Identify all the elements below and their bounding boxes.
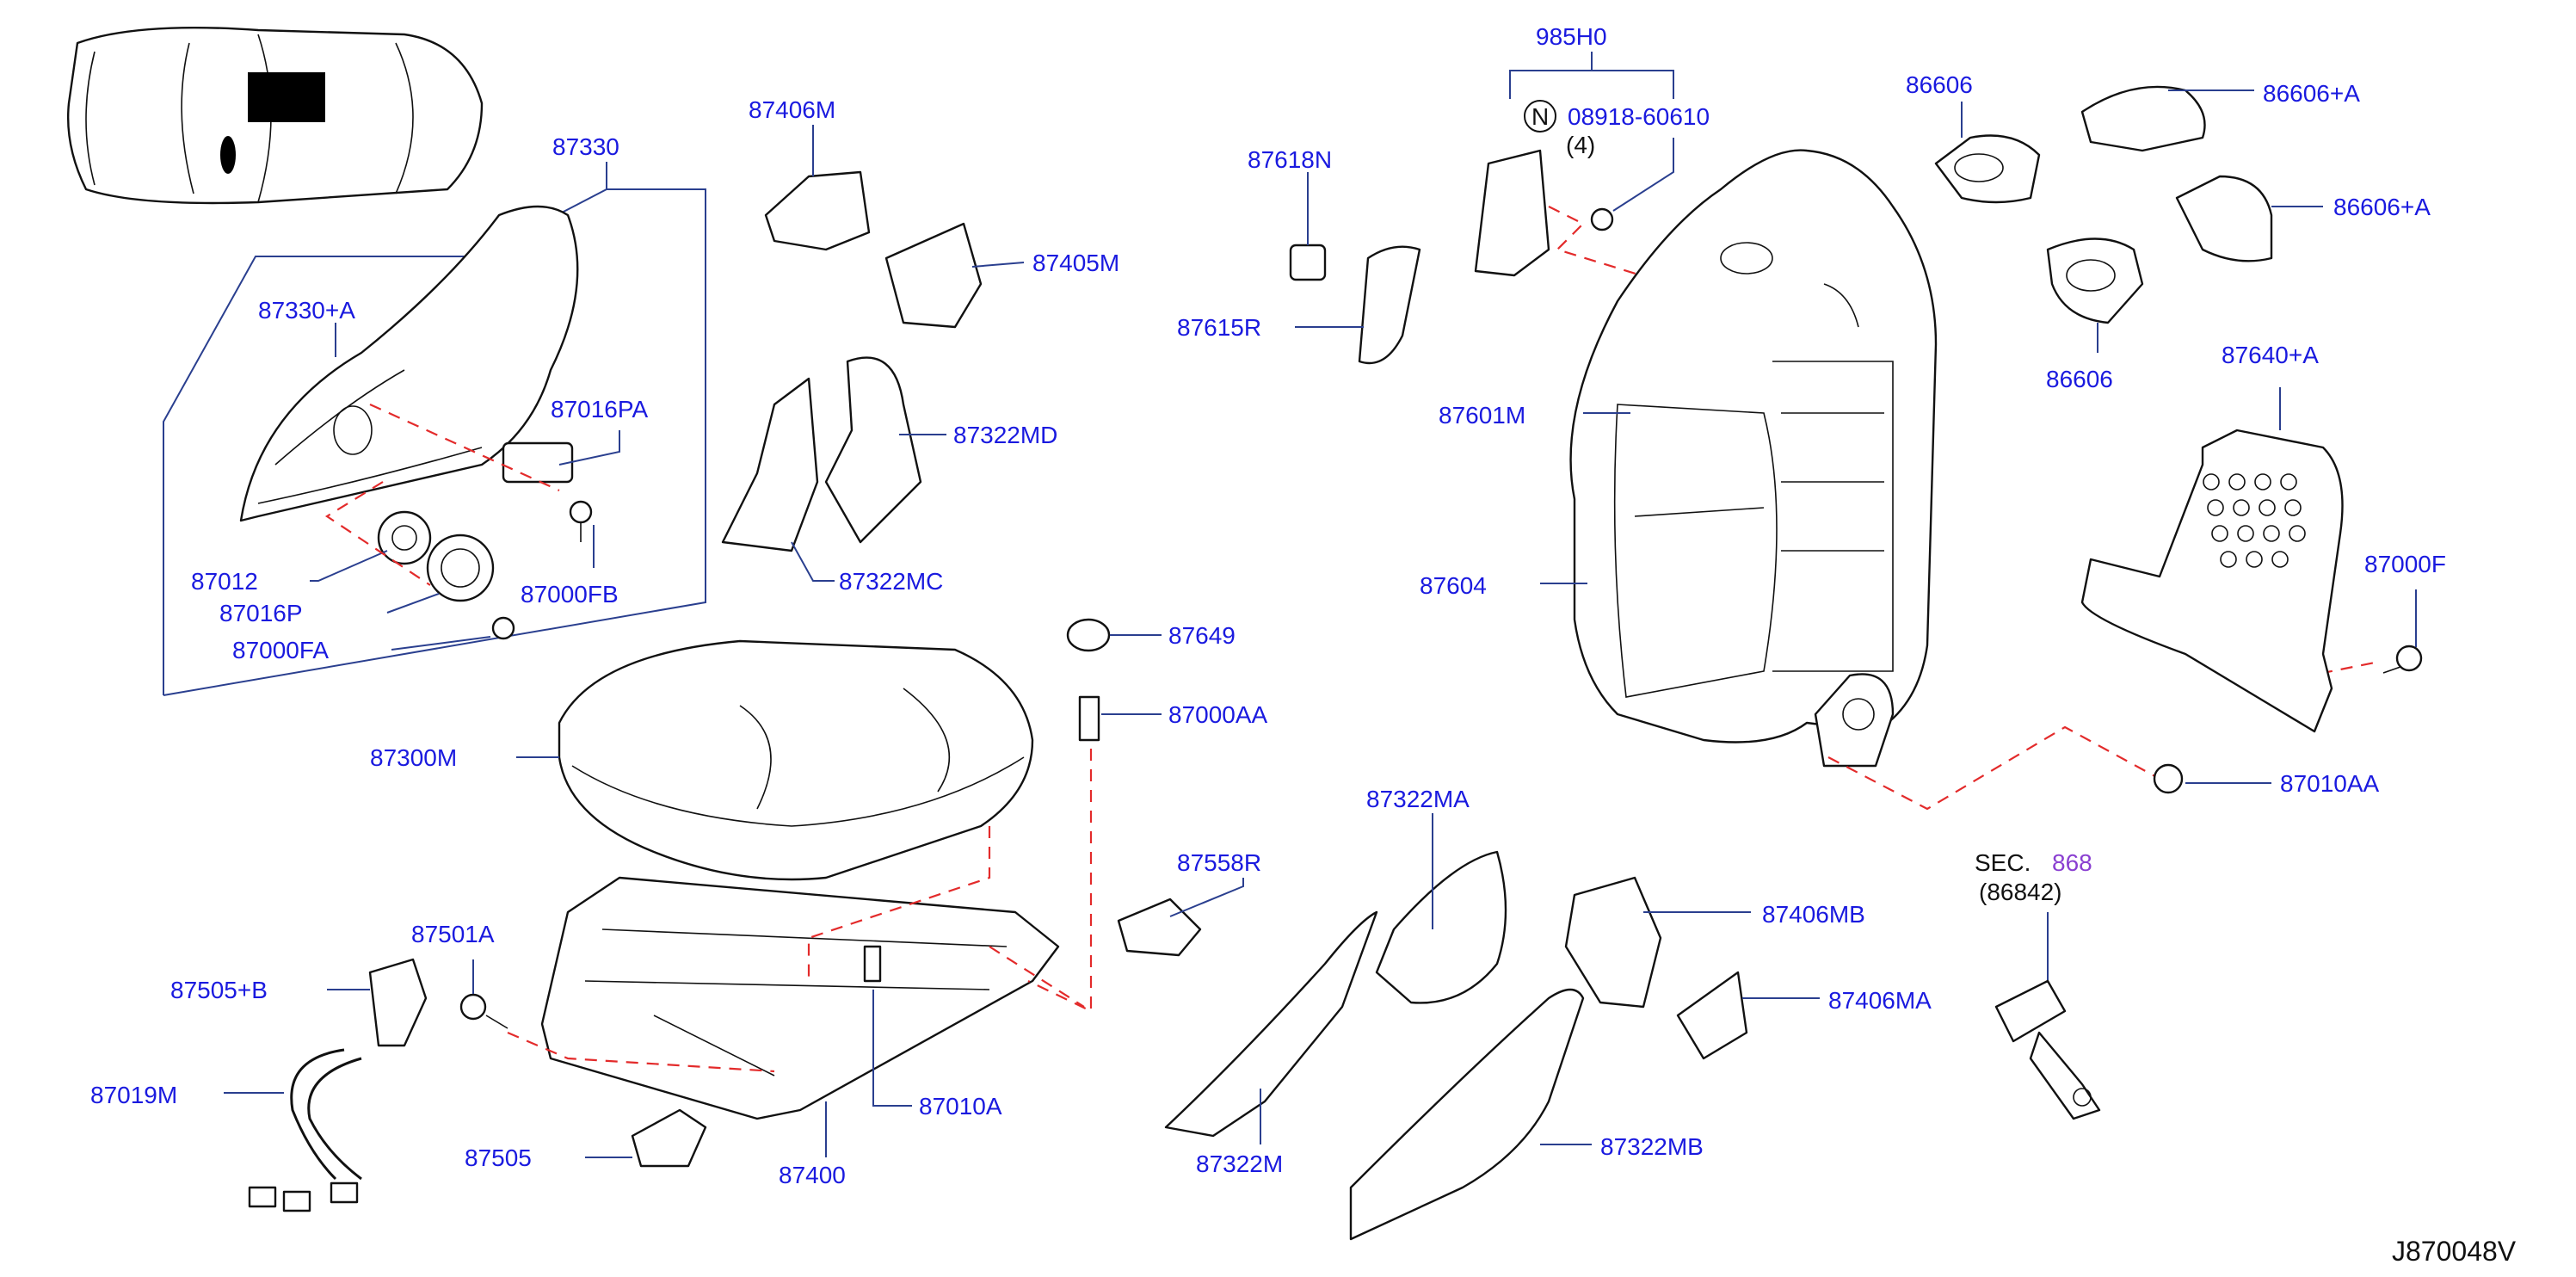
callout-87558r: 87558R — [1177, 849, 1261, 876]
callout-87501a: 87501A — [411, 921, 495, 947]
part-87640a — [2080, 429, 2344, 733]
part-08918-60610 — [1590, 207, 1614, 231]
n-symbol — [1524, 100, 1556, 133]
part-87016p — [426, 534, 495, 602]
callout-08918-60610: 08918-60610 — [1568, 103, 1710, 130]
part-87405m — [884, 222, 983, 329]
seat-belt-buckle-group: SEC. 868 (86842) — [1975, 849, 2101, 1120]
callout-87405m: 87405M — [1032, 250, 1119, 276]
callout-87016pa: 87016PA — [551, 396, 648, 423]
callout-87000fa: 87000FA — [232, 637, 329, 663]
callout-87000fb: 87000FB — [521, 581, 619, 608]
callout-87010aa: 87010AA — [2280, 770, 2380, 797]
callout-87406mb: 87406MB — [1762, 901, 1865, 928]
part-87000f — [2395, 645, 2423, 672]
part-87012 — [377, 510, 432, 565]
callout-87010a: 87010A — [919, 1093, 1002, 1120]
part-87558r — [1117, 898, 1202, 957]
part-87019m — [290, 1048, 345, 1181]
callout-87604: 87604 — [1420, 572, 1487, 599]
callout-87640a: 87640+A — [2222, 342, 2319, 368]
part-87501a — [459, 993, 487, 1021]
part-87300m — [558, 639, 1034, 881]
part-87618n — [1289, 244, 1327, 281]
callout-87505: 87505 — [465, 1144, 532, 1171]
part-87322m — [1164, 910, 1378, 1138]
n-symbol-label: N — [1531, 103, 1549, 130]
sec-label: SEC. — [1975, 849, 2031, 876]
seat-cushion-group: 87300M 87400 87010A — [370, 639, 1085, 1188]
callout-87618n: 87618N — [1248, 146, 1332, 173]
part-87000fa — [491, 616, 515, 640]
recliner-plate — [1814, 673, 1895, 768]
callout-87019m: 87019M — [90, 1082, 177, 1108]
part-87322mc — [721, 377, 819, 552]
part-86606a-lower — [2175, 175, 2273, 262]
part-86606-lower — [2046, 238, 2144, 324]
callout-87406ma: 87406MA — [1828, 987, 1932, 1014]
callout-87016p: 87016P — [219, 600, 303, 626]
callout-87330: 87330 — [552, 133, 619, 160]
callout-87406m: 87406M — [749, 96, 835, 123]
callout-87322m: 87322M — [1196, 1151, 1283, 1177]
part-86606-upper — [1934, 134, 2041, 204]
part-985h0 — [1474, 149, 1550, 277]
part-87601m — [1569, 149, 1938, 743]
seat-back-group: 985H0 N 08918-60610 (4) 87601M 87604 — [1420, 23, 2376, 811]
back-panel-group: 87640+A 87000F 87010AA — [2080, 342, 2446, 797]
part-87322md — [824, 356, 922, 544]
callout-87000f: 87000F — [2364, 551, 2446, 577]
upper-covers-group: 87406M 87405M 87322MD 87322MC — [721, 96, 1119, 595]
callout-08918-qty: (4) — [1566, 132, 1595, 158]
part-87322mb — [1349, 988, 1585, 1241]
callout-87322md: 87322MD — [953, 422, 1057, 448]
seat-location-marker — [248, 72, 325, 122]
part-87000aa — [1078, 695, 1100, 742]
callout-87601m: 87601M — [1439, 402, 1525, 429]
part-87505b — [368, 958, 428, 1047]
part-87400 — [540, 876, 1060, 1120]
callout-87615r: 87615R — [1177, 314, 1261, 341]
part-87406m — [764, 170, 871, 251]
callout-87322mb: 87322MB — [1600, 1133, 1704, 1160]
sec-number-868[interactable]: 868 — [2052, 849, 2092, 876]
callout-87000aa: 87000AA — [1168, 701, 1268, 728]
lower-covers-group: 87322MA 87406MB 87406MA 87322M 87322MB — [1164, 786, 1932, 1241]
callout-86606-upper: 86606 — [1906, 71, 1973, 98]
part-87010a — [863, 945, 882, 983]
part-87505 — [631, 1108, 707, 1168]
sec-subref-86842: (86842) — [1979, 879, 2062, 905]
diagram-reference-code: J870048V — [2392, 1236, 2517, 1267]
part-87406ma — [1676, 971, 1748, 1060]
part-87406mb — [1564, 876, 1662, 1009]
callout-87322mc: 87322MC — [839, 568, 943, 595]
part-87000fb — [569, 500, 593, 524]
callout-86606-lower: 86606 — [2046, 366, 2113, 392]
seat-back-frame-group: 87330 87330+A 87016PA 87000FB 87012 8701… — [163, 133, 706, 696]
center-small-parts: 87649 87000AA 87558R 87618N 87615R — [1027, 146, 1421, 1013]
callout-87322ma: 87322MA — [1366, 786, 1470, 812]
callout-87330a: 87330+A — [258, 297, 355, 324]
callout-87400: 87400 — [779, 1162, 846, 1188]
callout-87012: 87012 — [191, 568, 258, 595]
vehicle-locator-icon — [66, 26, 484, 205]
seat-back-frame-87330a — [239, 205, 579, 522]
headrest-guides-group: 86606 86606+A 86606+A 86606 — [1906, 71, 2431, 392]
part-87322ma — [1375, 850, 1507, 1004]
callout-86606a-lower: 86606+A — [2333, 194, 2431, 220]
part-87010aa — [2153, 763, 2184, 794]
part-86606a-upper — [2080, 85, 2206, 152]
part-87615r — [1358, 245, 1421, 365]
callout-87505b: 87505+B — [170, 977, 268, 1003]
part-buckle — [1994, 979, 2067, 1043]
harness-switch-group: 87505+B 87501A 87019M 87505 — [90, 921, 775, 1212]
part-87649 — [1066, 618, 1111, 652]
callout-87649: 87649 — [1168, 622, 1236, 649]
callout-86606a-upper: 86606+A — [2263, 80, 2360, 107]
callout-985h0: 985H0 — [1536, 23, 1607, 50]
callout-87300m: 87300M — [370, 744, 457, 771]
part-87016pa — [502, 441, 574, 484]
